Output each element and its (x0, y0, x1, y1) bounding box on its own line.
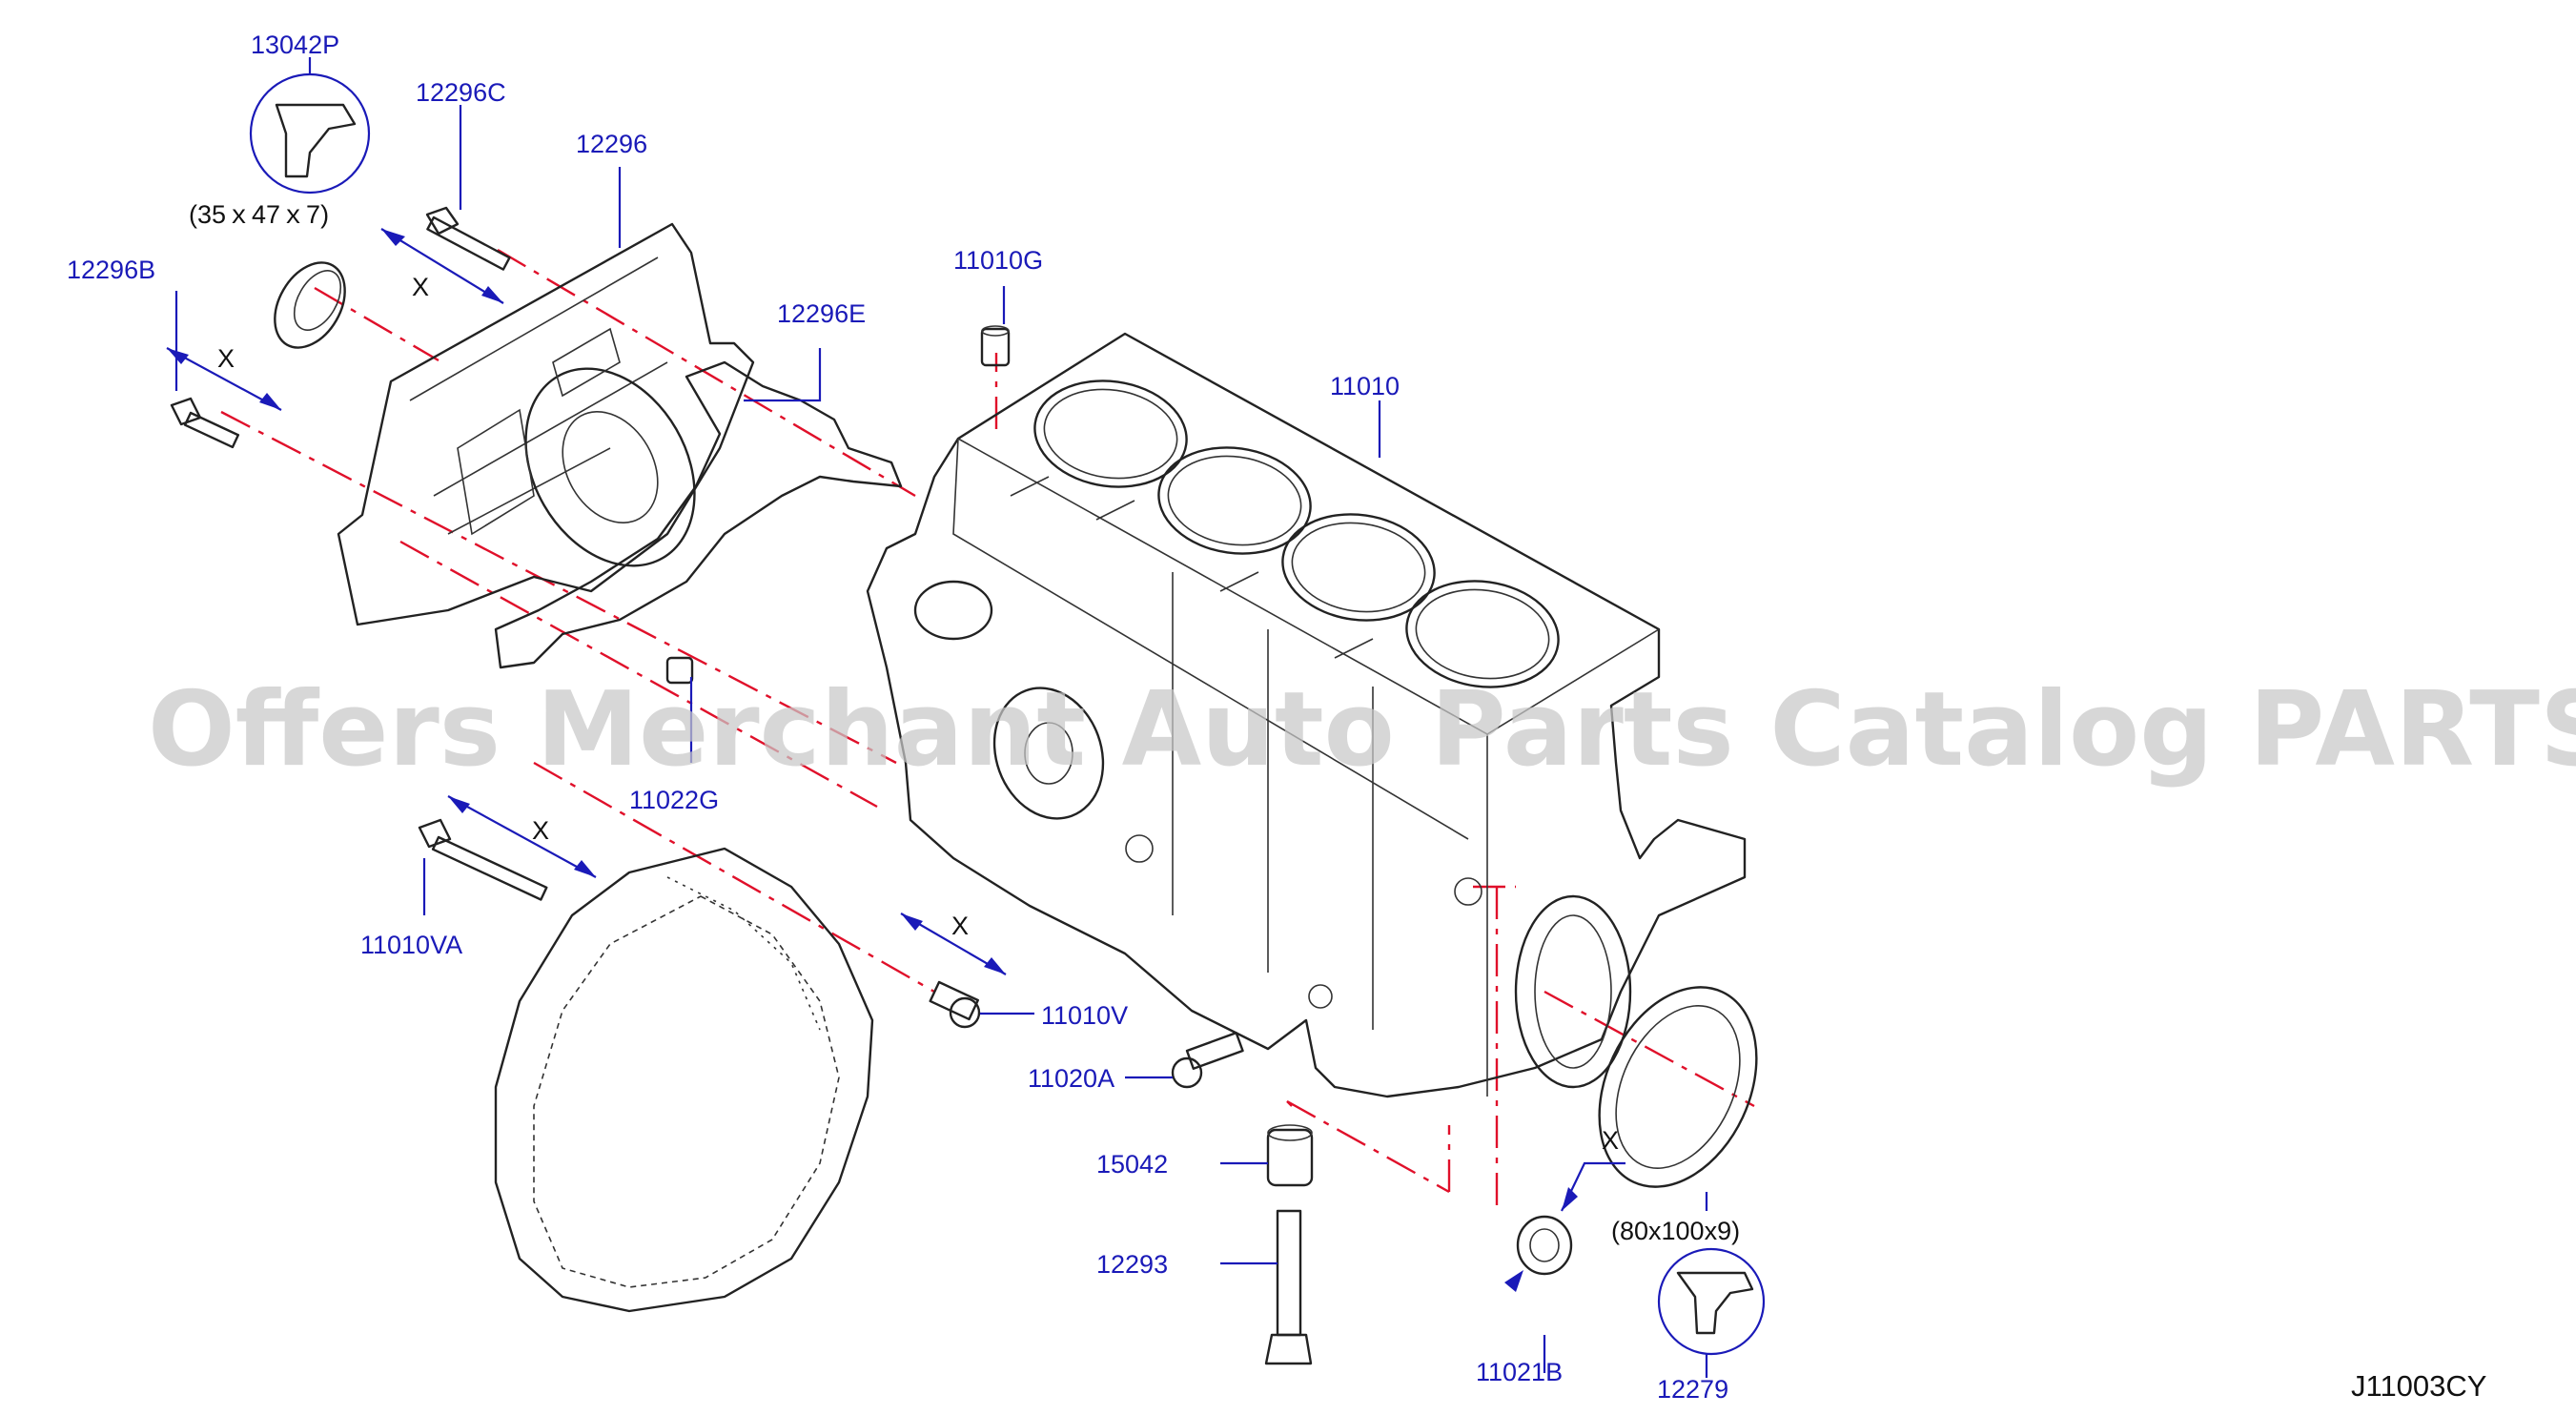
dimension-x-11010VA: X (532, 816, 549, 845)
bolt-12293 (1264, 1209, 1313, 1365)
seal-size-rear: (80x100x9) (1611, 1217, 1740, 1245)
front-oil-seal (274, 261, 346, 349)
illustration-code: J11003CY (2351, 1369, 2486, 1403)
bolt-12296C (425, 206, 511, 271)
cylinder-block-11010 (866, 332, 1747, 1098)
label-11010G[interactable]: 11010G (953, 246, 1043, 275)
dimension-x-11021B: X (1602, 1126, 1619, 1155)
label-15042[interactable]: 15042 (1096, 1150, 1168, 1179)
label-11010V[interactable]: 11010V (1041, 1001, 1128, 1030)
bolt-11010VA (418, 818, 548, 901)
seal-size-front: (35ｘ47ｘ7) (189, 200, 329, 229)
dimension-x-12296B: X (217, 344, 235, 373)
label-11021B[interactable]: 11021B (1476, 1358, 1563, 1386)
dowel-11022G (665, 656, 694, 685)
rear-oil-seal (1598, 986, 1758, 1188)
label-12293[interactable]: 12293 (1096, 1250, 1168, 1279)
label-13042P[interactable]: 13042P (251, 31, 339, 59)
front-cover-12296 (337, 222, 755, 626)
label-11022G[interactable]: 11022G (629, 786, 719, 814)
seal-detail-12279 (1657, 1247, 1766, 1356)
label-12296E[interactable]: 12296E (777, 299, 866, 328)
label-12296C[interactable]: 12296C (416, 78, 506, 107)
dimension-x-12296C: X (412, 273, 429, 301)
watermark-text: Offers Merchant Auto Parts Catalog PARTS… (148, 670, 2576, 790)
label-11010[interactable]: 11010 (1330, 372, 1400, 400)
label-12296[interactable]: 12296 (576, 130, 647, 158)
dowel-15042 (1266, 1124, 1314, 1187)
bolt-11020A (1171, 1031, 1244, 1089)
arrows (167, 229, 1578, 1292)
bushing-11021B (1516, 1215, 1573, 1276)
label-11010VA[interactable]: 11010VA (360, 931, 462, 959)
bolt-12296B (170, 397, 240, 449)
dowel-11010G (980, 325, 1011, 367)
label-12296B[interactable]: 12296B (67, 256, 155, 284)
label-11020A[interactable]: 11020A (1028, 1064, 1114, 1093)
rear-plate-gasket (494, 847, 874, 1313)
gasket-12296E (494, 360, 903, 669)
dimension-x-11010V: X (951, 912, 969, 940)
center-lines (220, 248, 1755, 1211)
bolt-11010V (929, 980, 981, 1029)
seal-detail-13042P (249, 72, 371, 195)
label-12279[interactable]: 12279 (1657, 1375, 1728, 1404)
